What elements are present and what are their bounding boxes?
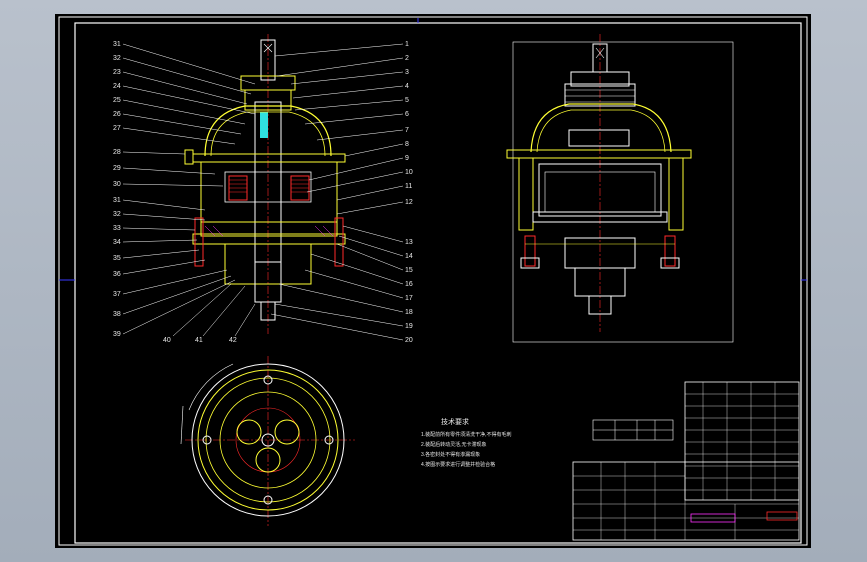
notes-title: 技术要求 bbox=[441, 417, 469, 426]
bottom-balloon-labels: 40 41 42 bbox=[163, 337, 237, 344]
balloon-label-right: 3 bbox=[405, 69, 409, 76]
balloon-label-right: 4 bbox=[405, 83, 409, 90]
balloon-label-right: 9 bbox=[405, 155, 409, 162]
balloon-label-right: 15 bbox=[405, 267, 413, 274]
balloon-label-right: 7 bbox=[405, 127, 409, 134]
balloon-label-right: 13 bbox=[405, 239, 413, 246]
balloon-label-left: 31 bbox=[113, 41, 121, 48]
note-line: 4.按图示要求进行调整并检验合格 bbox=[421, 461, 495, 468]
outer-border bbox=[58, 16, 808, 546]
balloon-label-left: 33 bbox=[113, 225, 121, 232]
inner-frame bbox=[74, 22, 802, 544]
balloon-label-left: 32 bbox=[113, 211, 121, 218]
balloon-label-left: 25 bbox=[113, 97, 121, 104]
balloon-label-right: 6 bbox=[405, 111, 409, 118]
balloon-label-left: 30 bbox=[113, 181, 121, 188]
balloon-label-right: 2 bbox=[405, 55, 409, 62]
balloon-label-left: 31 bbox=[113, 197, 121, 204]
balloon-label-bottom: 40 bbox=[163, 337, 171, 344]
balloon-label-right: 11 bbox=[405, 183, 412, 190]
balloon-label-left: 26 bbox=[113, 111, 121, 118]
technical-notes: 技术要求 1.装配前所有零件须清洗干净,不得有毛刺 2.装配后转动灵活,无卡滞现象… bbox=[421, 417, 512, 468]
balloon-label-left: 35 bbox=[113, 255, 121, 262]
external-view bbox=[506, 34, 734, 343]
title-block bbox=[572, 381, 800, 541]
balloon-label-right: 19 bbox=[405, 323, 413, 330]
balloon-label-right: 14 bbox=[405, 253, 413, 260]
note-line: 1.装配前所有零件须清洗干净,不得有毛刺 bbox=[421, 431, 512, 438]
balloon-label-right: 1 bbox=[405, 41, 409, 48]
note-line: 3.各密封处不得有渗漏现象 bbox=[421, 451, 480, 458]
balloon-label-right: 5 bbox=[405, 97, 409, 104]
balloon-label-left: 24 bbox=[113, 83, 121, 90]
balloon-label-bottom: 42 bbox=[229, 337, 237, 344]
balloon-label-right: 12 bbox=[405, 199, 413, 206]
balloon-label-left: 28 bbox=[113, 149, 121, 156]
balloon-label-left: 29 bbox=[113, 165, 121, 172]
balloon-label-left: 38 bbox=[113, 311, 121, 318]
balloon-label-left: 34 bbox=[113, 239, 121, 246]
balloon-label-left: 23 bbox=[113, 69, 121, 76]
section-view bbox=[122, 34, 404, 341]
plan-view bbox=[180, 356, 355, 526]
balloon-label-right: 8 bbox=[405, 141, 409, 148]
balloon-label-left: 39 bbox=[113, 331, 121, 338]
note-line: 2.装配后转动灵活,无卡滞现象 bbox=[421, 441, 487, 448]
balloon-label-right: 18 bbox=[405, 309, 413, 316]
balloon-label-left: 37 bbox=[113, 291, 121, 298]
balloon-label-right: 16 bbox=[405, 281, 413, 288]
balloon-label-right: 17 bbox=[405, 295, 413, 302]
balloon-label-bottom: 41 bbox=[195, 337, 203, 344]
balloon-label-left: 32 bbox=[113, 55, 121, 62]
balloon-label-left: 36 bbox=[113, 271, 121, 278]
balloon-label-right: 20 bbox=[405, 337, 413, 344]
left-balloon-labels: 31 32 23 24 25 26 27 28 29 30 31 32 33 34 35 36 37 38 39 bbox=[113, 41, 121, 338]
balloon-label-left: 27 bbox=[113, 125, 121, 132]
balloon-label-right: 10 bbox=[405, 169, 413, 176]
